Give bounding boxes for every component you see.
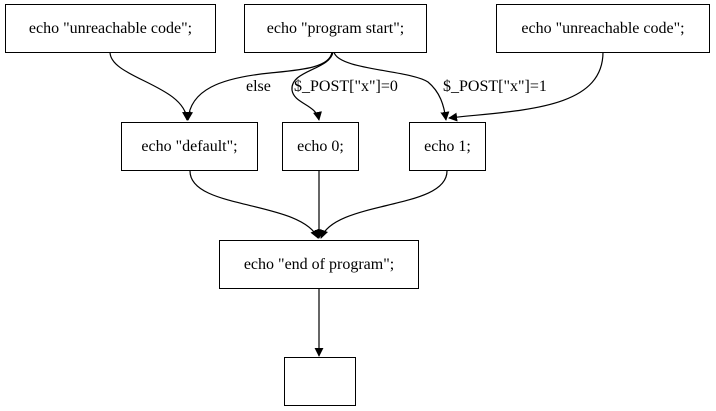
edge-unreachable-left-to-default: [109, 51, 192, 121]
edge-label-else: else: [246, 78, 271, 95]
node-exit: [284, 357, 356, 406]
node-program-start: echo "program start";: [244, 4, 427, 53]
node-end-of-program: echo "end of program";: [219, 240, 419, 289]
edge-label-x-eq-1: $_POST["x"]=1: [443, 78, 547, 95]
edge-label-x-eq-0: $_POST["x"]=0: [294, 78, 398, 95]
edge-default-to-end: [189, 170, 319, 239]
node-echo1: echo 1;: [409, 122, 486, 171]
node-default: echo "default";: [121, 122, 258, 171]
node-unreachable-left: echo "unreachable code";: [5, 4, 216, 53]
edge-unreachable-right-to-echo1: [448, 51, 604, 122]
node-echo0: echo 0;: [282, 122, 359, 171]
edge-start-to-default: [184, 51, 333, 121]
edge-start-to-echo0: [291, 51, 334, 121]
node-unreachable-right: echo "unreachable code";: [496, 4, 710, 53]
edge-echo1-to-end: [319, 170, 448, 239]
edge-start-to-echo1: [333, 51, 450, 121]
